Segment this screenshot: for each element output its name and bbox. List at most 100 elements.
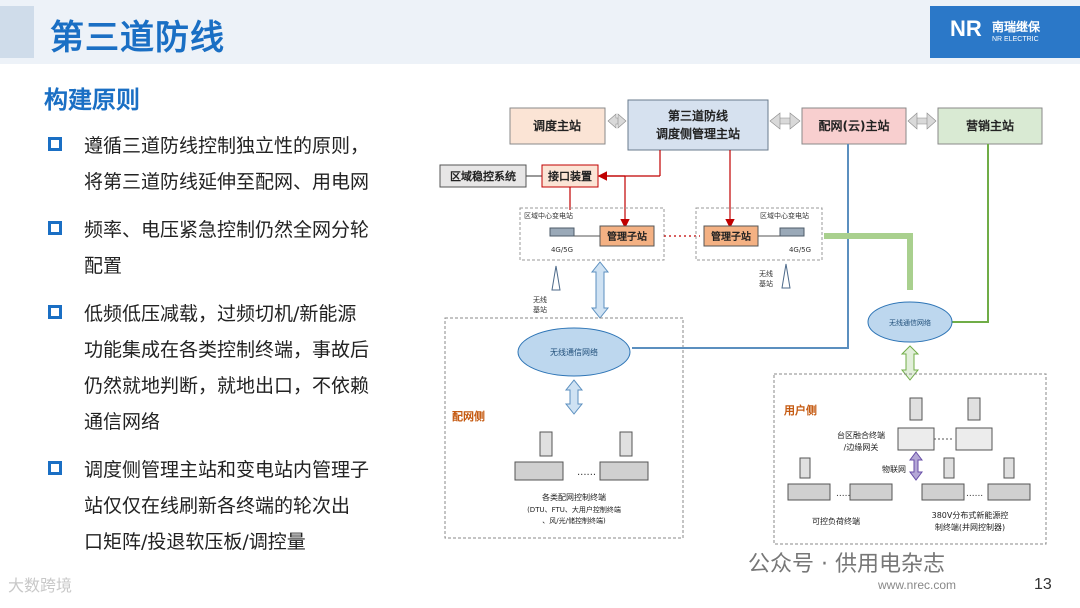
terminal-device-icon: [514, 461, 564, 481]
distribution-side-area: [444, 317, 684, 539]
terminal-device-icon: [967, 397, 981, 421]
distribution-cloud-master-box: [801, 107, 907, 145]
dist-terminals-label-2: (DTU、FTU、大用户控制终端: [527, 505, 621, 514]
third-line-master-box: [627, 99, 769, 151]
interface-device-label: 接口装置: [548, 169, 592, 183]
dist-energy-label-1: 380V分布式新能源控: [932, 510, 1009, 520]
bullet-line: 调度侧管理主站和变电站内管理子: [84, 459, 370, 481]
mgmt-substation-right-label: 管理子站: [711, 230, 751, 243]
bullet-line: 将第三道防线延伸至配网、用电网: [84, 171, 370, 193]
wireless-net-right-label: 无线通信网络: [889, 318, 931, 327]
terminal-device-icon: [943, 457, 955, 479]
terminal-device-icon: [787, 483, 831, 501]
square-bullet-icon: [48, 461, 62, 475]
switch-icon: [779, 227, 805, 237]
terminal-device-icon: [799, 457, 811, 479]
third-line-master-label-1: 第三道防线: [668, 108, 728, 123]
regional-substation-right-label: 区域中心变电站: [760, 211, 809, 220]
page-number: 13: [1034, 576, 1052, 593]
cloud-link: [632, 144, 849, 349]
page-title: 第三道防线: [50, 18, 225, 58]
bidirectional-arrow-icon: [564, 379, 584, 415]
title-bar: 第三道防线 NR 南瑞继保 NR ELECTRIC: [0, 0, 1080, 64]
bullet-item: 低频低压减载，过频切机/新能源 功能集成在各类控制终端，事故后 仍然就地判断，就…: [44, 296, 424, 440]
double-arrow-icon: [607, 113, 627, 129]
user-side-label: 用户侧: [784, 403, 817, 417]
bullet-line: 配置: [84, 255, 123, 277]
distribution-side-label: 配网侧: [452, 409, 485, 423]
watermark-left: 大数跨境: [8, 576, 73, 595]
terminal-device-icon: [849, 483, 893, 501]
wireless-bs-right-label-1: 无线: [759, 269, 773, 278]
square-bullet-icon: [48, 221, 62, 235]
regional-substation-left-label: 区域中心变电站: [524, 211, 573, 220]
terminal-device-icon: [1003, 457, 1015, 479]
bullet-item: 调度侧管理主站和变电站内管理子 站仅仅在线刷新各终端的轮次出 口矩阵/投退软压板…: [44, 452, 424, 560]
switch-icon: [549, 227, 575, 237]
terminal-device-icon: [921, 483, 965, 501]
logo-cn: 南瑞继保: [992, 20, 1041, 34]
dist-terminals-label-1: 各类配网控制终端: [542, 492, 606, 502]
bullet-item: 遵循三道防线控制独立性的原则， 将第三道防线延伸至配网、用电网: [44, 128, 424, 200]
bullet-line: 遵循三道防线控制独立性的原则，: [84, 135, 370, 157]
company-url: www.nrec.com: [878, 578, 957, 592]
bullet-line: 频率、电压紧急控制仍然全网分轮: [84, 219, 370, 241]
antenna-icon: [551, 265, 561, 291]
dispatch-master-box: [509, 107, 606, 145]
third-line-master-label-2: 调度侧管理主站: [656, 126, 740, 141]
cloud-link: [824, 233, 913, 290]
terminal-device-icon: [909, 397, 923, 421]
cloud-icon: [517, 327, 631, 377]
wireless-bs-left-label-2: 基站: [533, 305, 547, 314]
cloud-link: [950, 144, 989, 323]
cloud-icon: [867, 301, 953, 343]
marketing-master-label: 营销主站: [966, 118, 1014, 133]
section-heading: 构建原则: [44, 86, 140, 114]
mgmt-substation-left-label: 管理子站: [607, 230, 647, 243]
title-accent: [0, 6, 34, 58]
bidirectional-arrow-icon: [909, 451, 923, 481]
regional-stability-label: 区域稳控系统: [450, 169, 516, 183]
bullet-line: 通信网络: [84, 411, 161, 433]
dots-user-1: ......: [836, 489, 853, 499]
dist-terminals-label-3: 、风/光/储控制终端): [542, 516, 606, 525]
marketing-master-box: [937, 107, 1043, 145]
gsm-right-label: 4G/5G: [789, 246, 811, 254]
wireless-bs-right-label-2: 基站: [759, 279, 773, 288]
dots-user-2: ......: [966, 489, 983, 499]
double-arrow-icon: [907, 112, 937, 130]
antenna-icon: [781, 263, 791, 289]
double-arrow-icon: [769, 112, 801, 130]
terminal-device-icon: [897, 427, 935, 451]
bullet-list: 遵循三道防线控制独立性的原则， 将第三道防线延伸至配网、用电网 频率、电压紧急控…: [44, 128, 424, 572]
wechat-account: 公众号 · 供用电杂志: [748, 552, 945, 577]
square-bullet-icon: [48, 137, 62, 151]
terminal-device-icon: [619, 431, 633, 457]
square-bullet-icon: [48, 305, 62, 319]
wireless-net-left-label: 无线通信网络: [550, 347, 598, 357]
bullet-line: 功能集成在各类控制终端，事故后: [84, 339, 370, 361]
substation-area-left: [519, 207, 665, 261]
wireless-bs-left-label-1: 无线: [533, 295, 547, 304]
dots-left: ......: [577, 467, 596, 478]
terminal-device-icon: [987, 483, 1031, 501]
bullet-line: 口矩阵/投退软压板/调控量: [84, 531, 306, 553]
logo-mark: NR: [950, 16, 982, 41]
logo-en: NR ELECTRIC: [992, 36, 1039, 43]
terminal-device-icon: [599, 461, 649, 481]
terminal-device-icon: [955, 427, 993, 451]
terminal-device-icon: [539, 431, 553, 457]
gsm-left-label: 4G/5G: [551, 246, 573, 254]
station-terminal-label-2: /边缘网关: [844, 442, 879, 452]
dispatch-master-label: 调度主站: [533, 118, 581, 133]
iot-label: 物联网: [882, 464, 906, 474]
distribution-cloud-master-label: 配网(云)主站: [819, 118, 890, 133]
bullet-item: 频率、电压紧急控制仍然全网分轮 配置: [44, 212, 424, 284]
bullet-line: 仍然就地判断，就地出口，不依赖: [84, 375, 370, 397]
dist-energy-label-2: 制终端(并网控制器): [935, 522, 1005, 532]
company-logo: NR 南瑞继保 NR ELECTRIC: [930, 6, 1080, 58]
substation-area-right: [695, 207, 823, 261]
station-terminal-label-1: 台区融合终端: [837, 430, 885, 440]
bidirectional-arrow-icon: [900, 345, 920, 381]
